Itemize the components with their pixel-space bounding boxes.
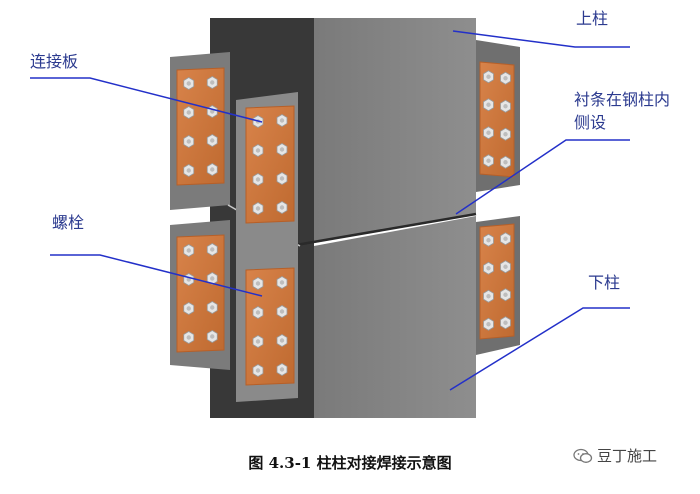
- leader-upper-column: [452, 30, 630, 48]
- leader-lower-column: [449, 307, 630, 391]
- leader-bolt: [50, 254, 263, 297]
- plate-front-upper: [245, 105, 295, 224]
- bolt: [206, 301, 218, 314]
- plate-right-upper: [479, 61, 515, 178]
- plate-left-lower: [176, 234, 225, 353]
- bolt: [183, 302, 195, 315]
- liner-label-line2: 侧设: [574, 113, 607, 132]
- bolt: [483, 261, 494, 275]
- liner-label-line1: 衬条在钢柱内: [574, 90, 671, 109]
- bolt: [500, 71, 511, 85]
- bolt: [483, 233, 494, 247]
- lower-column-label: 下柱: [588, 273, 621, 292]
- leader-splice-plate: [30, 77, 263, 123]
- bolt: [206, 105, 218, 118]
- bolt: [483, 70, 494, 84]
- bolt-label: 螺栓: [52, 213, 85, 232]
- bolt: [183, 77, 195, 90]
- bolt: [483, 154, 494, 168]
- plate-front-lower: [245, 267, 295, 386]
- weld-seam: [295, 212, 477, 247]
- bolt: [183, 331, 195, 344]
- figure-caption: 图 4.3-1 柱柱对接焊接示意图: [248, 454, 452, 472]
- bolt: [500, 260, 511, 274]
- bolt: [483, 317, 494, 331]
- bolt: [276, 305, 288, 318]
- upper-column-label: 上柱: [576, 9, 609, 28]
- bolt: [206, 330, 218, 343]
- bolt: [183, 106, 195, 119]
- bolt: [252, 335, 264, 348]
- plate-left-upper: [176, 67, 225, 186]
- bolt: [276, 172, 288, 185]
- lower-column-face: [314, 216, 476, 418]
- bolt: [276, 363, 288, 376]
- bolt: [183, 244, 195, 257]
- bolt: [483, 289, 494, 303]
- bolt: [500, 155, 511, 169]
- bolt: [252, 144, 264, 157]
- bolt: [276, 201, 288, 214]
- leader-liner: [455, 139, 630, 215]
- bolt: [183, 273, 195, 286]
- bolt: [483, 126, 494, 140]
- bolt: [206, 76, 218, 89]
- bolt: [276, 143, 288, 156]
- bolt: [483, 98, 494, 112]
- bolt: [252, 173, 264, 186]
- bolt: [206, 163, 218, 176]
- bolt: [206, 134, 218, 147]
- bolt: [252, 364, 264, 377]
- bolt: [206, 243, 218, 256]
- watermark-text: 豆丁施工: [597, 447, 658, 465]
- bolt: [500, 288, 511, 302]
- plate-right-lower: [479, 223, 515, 340]
- splice-plate-label: 连接板: [30, 52, 79, 71]
- bolt: [276, 276, 288, 289]
- bolt: [252, 202, 264, 215]
- bolt: [500, 99, 511, 113]
- bolt: [206, 272, 218, 285]
- bolt: [252, 306, 264, 319]
- bolt: [183, 164, 195, 177]
- bolt: [252, 277, 264, 290]
- bolt: [500, 127, 511, 141]
- bolt: [183, 135, 195, 148]
- bolt: [276, 334, 288, 347]
- bolt: [500, 316, 511, 330]
- upper-column-face: [314, 18, 476, 243]
- wechat-icon: [573, 448, 593, 463]
- watermark: 豆丁施工: [573, 445, 657, 466]
- bolt: [500, 232, 511, 246]
- bolt: [276, 114, 288, 127]
